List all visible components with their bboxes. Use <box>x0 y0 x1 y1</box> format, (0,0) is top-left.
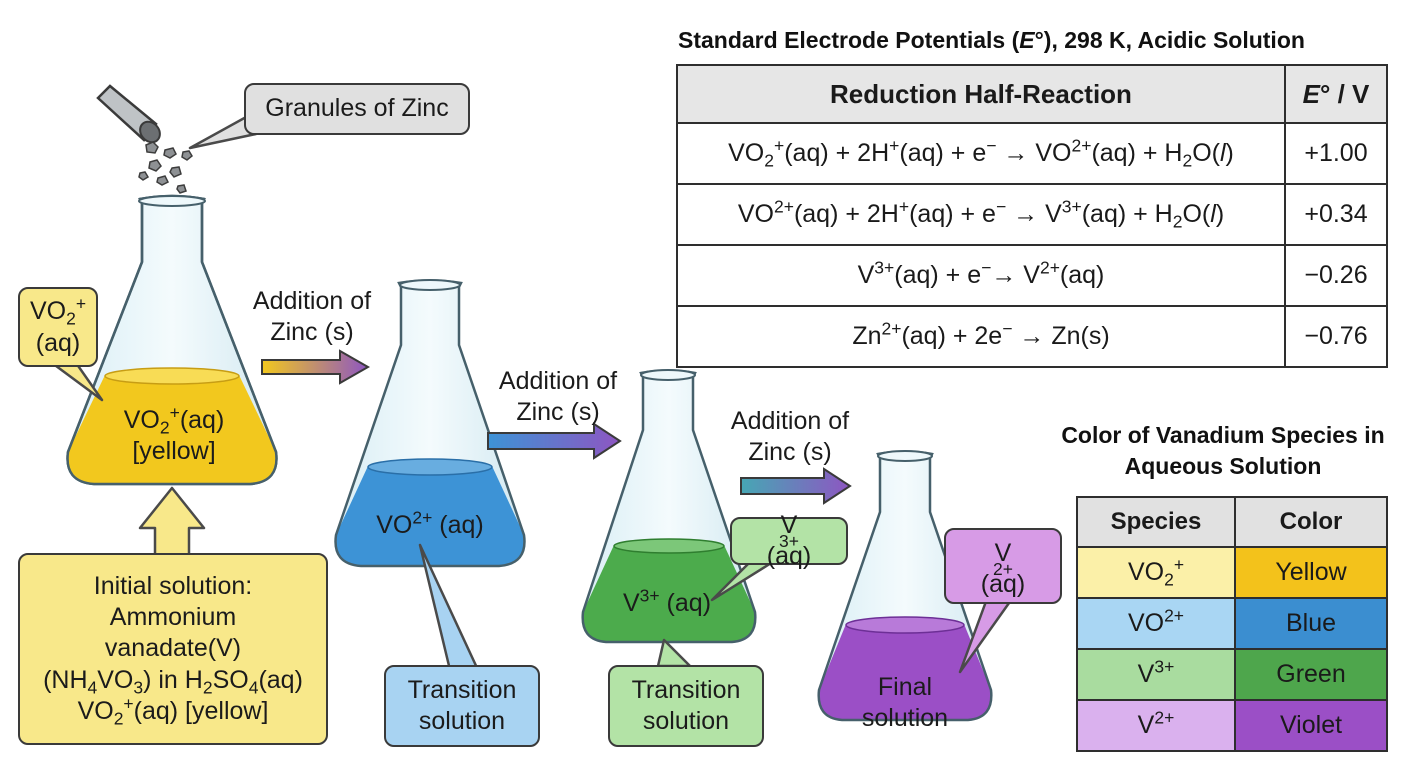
initial-line-2: Ammonium <box>109 603 237 632</box>
arrow-2-icon <box>487 422 622 460</box>
initial-line-3: vanadate(V) <box>104 634 242 663</box>
flask-1 <box>66 194 278 486</box>
colors-header-row: Species Color <box>1076 496 1388 548</box>
species-cell: VO2+ <box>1076 597 1236 650</box>
species-cell: V2+ <box>1076 699 1236 752</box>
table-row: VO2+ Blue <box>1076 597 1388 650</box>
potential-cell: +1.00 <box>1284 122 1388 185</box>
arrow-1-icon <box>261 349 371 385</box>
initial-line-1: Initial solution: <box>93 571 253 600</box>
flask-4 <box>817 450 993 722</box>
potential-cell: −0.26 <box>1284 244 1388 307</box>
table-row: V2+ Violet <box>1076 699 1388 752</box>
flask1-inner-species: VO2+(aq) <box>123 402 225 438</box>
species-cell: V3+ <box>1076 648 1236 701</box>
species-col-header: Species <box>1076 496 1236 548</box>
table-row: VO2+ Yellow <box>1076 546 1388 599</box>
zinc-granules-icon <box>138 141 193 194</box>
flask1-inner-label: VO2+(aq) [yellow] <box>104 402 244 466</box>
initial-up-arrow <box>138 486 206 562</box>
color-cell: Violet <box>1234 699 1388 752</box>
table-row: V3+ Green <box>1076 648 1388 701</box>
flask-2 <box>334 279 526 568</box>
initial-line-5: VO2+(aq) [yellow] <box>77 693 269 729</box>
flask2-inner-label: VO2+ (aq) <box>376 507 484 539</box>
flask-4-solution <box>818 624 992 720</box>
flask1-inner-color: [yellow] <box>132 436 216 465</box>
potential-cell: +0.34 <box>1284 183 1388 246</box>
flask1-callout-state: (aq) <box>35 329 81 357</box>
spatula-icon <box>96 84 161 144</box>
color-cell: Blue <box>1234 597 1388 650</box>
flask-1-solution <box>67 375 277 484</box>
zinc-callout: Granules of Zinc <box>244 83 470 135</box>
initial-solution-box: Initial solution: Ammonium vanadate(V) (… <box>18 553 328 745</box>
potentials-header-row: Reduction Half-Reaction E° / V <box>676 64 1388 124</box>
reaction-cell: VO2+(aq) + 2H+(aq) + e− → V3+(aq) + H2O(… <box>676 183 1286 246</box>
table-row: VO2+(aq) + 2H+(aq) + e− → VO2+(aq) + H2O… <box>676 122 1388 185</box>
colors-table: Species Color VO2+ Yellow VO2+ Blue V3+ … <box>1076 496 1388 752</box>
flask-3 <box>581 369 757 644</box>
potentials-table: Reduction Half-Reaction E° / V VO2+(aq) … <box>676 64 1388 368</box>
table-row: V3+(aq) + e−→ V2+(aq) −0.26 <box>676 244 1388 307</box>
color-cell: Yellow <box>1234 546 1388 599</box>
flask1-callout: VO2+ (aq) <box>18 287 98 367</box>
arrow-3-icon <box>740 467 852 505</box>
reaction-cell: V3+(aq) + e−→ V2+(aq) <box>676 244 1286 307</box>
species-cell: VO2+ <box>1076 546 1236 599</box>
e-col-header: E° / V <box>1284 64 1388 124</box>
potentials-title: Standard Electrode Potentials (E°), 298 … <box>678 27 1305 53</box>
reaction-cell: Zn2+(aq) + 2e− → Zn(s) <box>676 305 1286 368</box>
table-row: VO2+(aq) + 2H+(aq) + e− → V3+(aq) + H2O(… <box>676 183 1388 246</box>
flask-2-solution <box>335 466 525 566</box>
table-row: Zn2+(aq) + 2e− → Zn(s) −0.76 <box>676 305 1388 368</box>
initial-line-4: (NH4VO3) in H2SO4(aq) <box>43 665 303 697</box>
reaction-col-header: Reduction Half-Reaction <box>676 64 1286 124</box>
colors-title: Color of Vanadium Species in Aqueous Sol… <box>1061 422 1385 480</box>
flask3-box-tail <box>656 638 692 668</box>
zinc-callout-text: Granules of Zinc <box>265 94 449 123</box>
flask3-inner-label: V3+ (aq) <box>622 585 712 617</box>
flask-3-solution <box>582 545 756 642</box>
reaction-cell: VO2+(aq) + 2H+(aq) + e− → VO2+(aq) + H2O… <box>676 122 1286 185</box>
potential-cell: −0.76 <box>1284 305 1388 368</box>
flask1-callout-species: VO2+ <box>29 292 87 328</box>
color-col-header: Color <box>1234 496 1388 548</box>
color-cell: Green <box>1234 648 1388 701</box>
